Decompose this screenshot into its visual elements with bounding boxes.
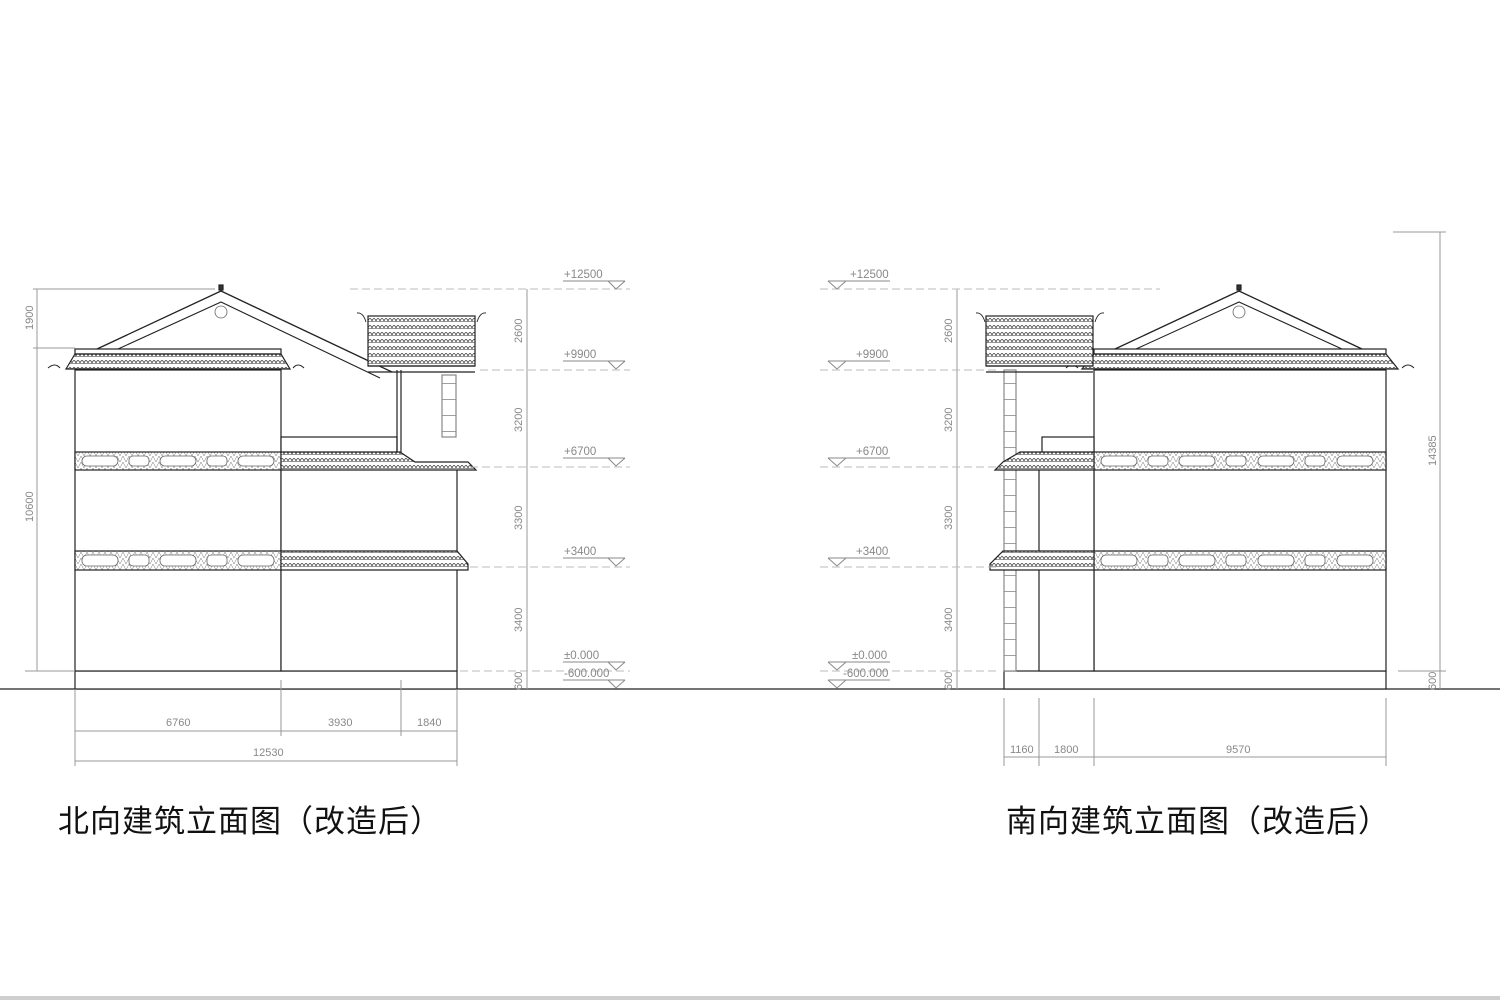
south-elevation-markers — [827, 280, 890, 689]
south-elev-12500: +12500 — [850, 269, 889, 281]
south-elevation-title: 南向建筑立面图（改造后） — [1006, 804, 1390, 840]
south-dim-9570: 9570 — [1226, 744, 1250, 756]
elev-minus600: -600.000 — [564, 668, 609, 680]
dim-2600: 2600 — [513, 319, 525, 343]
south-horizontal-dims — [1003, 698, 1387, 766]
north-elevation — [47, 284, 487, 690]
dim-3930: 3930 — [328, 717, 352, 729]
south-elev-6700: +6700 — [856, 446, 888, 458]
elev-3400: +3400 — [564, 546, 596, 558]
south-elev-3400: +3400 — [856, 546, 888, 558]
south-dim-3200: 3200 — [943, 408, 955, 432]
dim-1900: 1900 — [24, 306, 36, 330]
bottom-border — [0, 996, 1500, 1000]
south-dim-1800: 1800 — [1054, 744, 1078, 756]
south-level-dims — [820, 288, 1160, 689]
south-elev-9900: +9900 — [856, 349, 888, 361]
dim-10600: 10600 — [24, 491, 36, 522]
south-dim-600: 600 — [943, 672, 955, 690]
dim-12530: 12530 — [253, 747, 284, 759]
south-elev-0: ±0.000 — [852, 650, 887, 662]
north-elevation-markers — [563, 280, 626, 689]
south-dim-600-right: 600 — [1427, 672, 1439, 690]
south-dim-2600: 2600 — [943, 319, 955, 343]
dim-3400: 3400 — [513, 608, 525, 632]
elev-6700: +6700 — [564, 446, 596, 458]
south-dim-1160: 1160 — [1010, 744, 1034, 756]
elev-9900: +9900 — [564, 349, 596, 361]
south-elev-minus600: -600.000 — [843, 668, 888, 680]
dim-1840: 1840 — [417, 717, 441, 729]
south-dim-3300: 3300 — [943, 506, 955, 530]
dim-600: 600 — [513, 672, 525, 690]
dim-3200: 3200 — [513, 408, 525, 432]
south-elevation — [975, 284, 1415, 690]
south-dim-14385: 14385 — [1427, 435, 1439, 466]
south-dim-3400: 3400 — [943, 608, 955, 632]
south-right-dims — [1393, 231, 1446, 689]
elev-12500: +12500 — [564, 269, 603, 281]
north-elevation-title: 北向建筑立面图（改造后） — [58, 804, 442, 840]
north-level-dims — [350, 288, 630, 689]
north-horizontal-dims — [74, 680, 458, 766]
elev-0: ±0.000 — [564, 650, 599, 662]
dim-6760: 6760 — [166, 717, 190, 729]
north-left-dims — [25, 288, 215, 672]
dim-3300: 3300 — [513, 506, 525, 530]
